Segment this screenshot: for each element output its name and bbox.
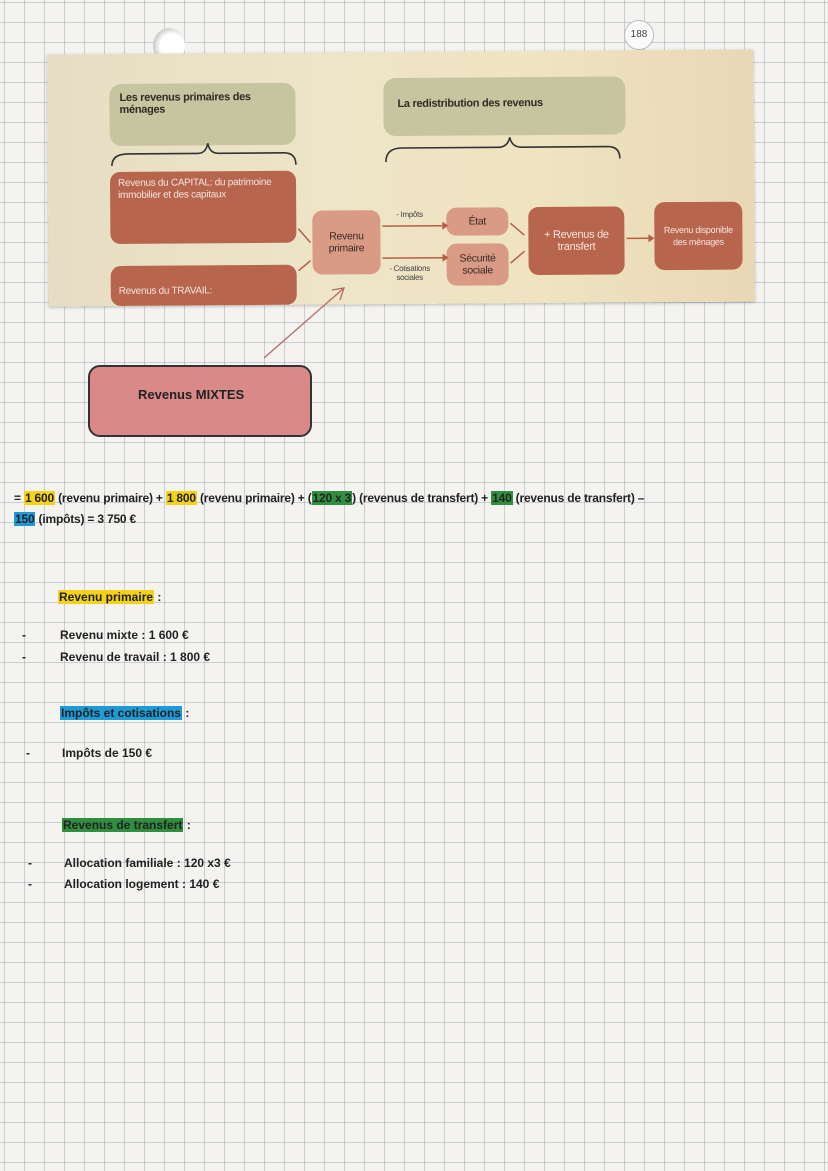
bullet-dash: - xyxy=(26,746,30,760)
eq-value-3: 120 x 3 xyxy=(311,491,353,505)
mixed-income-box: Revenus MIXTES xyxy=(88,365,312,437)
list-item: Revenu de travail : 1 800 € xyxy=(60,650,211,664)
list-item: Revenu mixte : 1 600 € xyxy=(60,628,189,642)
list-item: Impôts de 150 € xyxy=(62,746,153,760)
bullet-dash: - xyxy=(28,856,32,870)
bullet-dash: - xyxy=(28,877,32,891)
page-number: 188 xyxy=(624,20,654,50)
eq-value-4: 140 xyxy=(491,491,513,505)
bullet-dash: - xyxy=(22,650,26,664)
eq-value-5: 150 xyxy=(14,512,36,526)
list-item: Allocation familiale : 120 x3 € xyxy=(64,856,231,870)
eq-text-2: (revenu primaire) + ( xyxy=(196,491,312,505)
section-taxes-colon: : xyxy=(182,706,190,720)
eq-value-2: 1 800 xyxy=(165,491,197,505)
diagram-connectors xyxy=(111,137,655,272)
eq-text-4: (revenus de transfert) – xyxy=(512,491,645,505)
eq-value-1: 1 600 xyxy=(23,491,55,505)
eq-prefix: = xyxy=(14,491,24,505)
eq-text-1: (revenu primaire) + xyxy=(54,491,166,505)
section-primary-colon: : xyxy=(154,590,162,604)
eq-text-5: (impôts) = 3 750 € xyxy=(35,512,137,526)
section-taxes-title: Impôts et cotisations xyxy=(60,706,183,720)
section-transfers: Revenus de transfert : xyxy=(62,818,191,832)
section-primary-income: Revenu primaire : xyxy=(58,590,161,604)
eq-text-3: ) (revenus de transfert) + xyxy=(352,491,492,505)
bullet-dash: - xyxy=(22,628,26,642)
section-primary-title: Revenu primaire xyxy=(58,590,155,604)
section-taxes: Impôts et cotisations : xyxy=(60,706,189,720)
section-transfers-title: Revenus de transfert xyxy=(62,818,184,832)
income-diagram: Les revenus primaires des ménages La red… xyxy=(47,49,755,307)
list-item: Allocation logement : 140 € xyxy=(64,877,220,891)
calculation: = 1 600 (revenu primaire) + 1 800 (reven… xyxy=(14,488,804,530)
section-transfers-colon: : xyxy=(183,818,191,832)
